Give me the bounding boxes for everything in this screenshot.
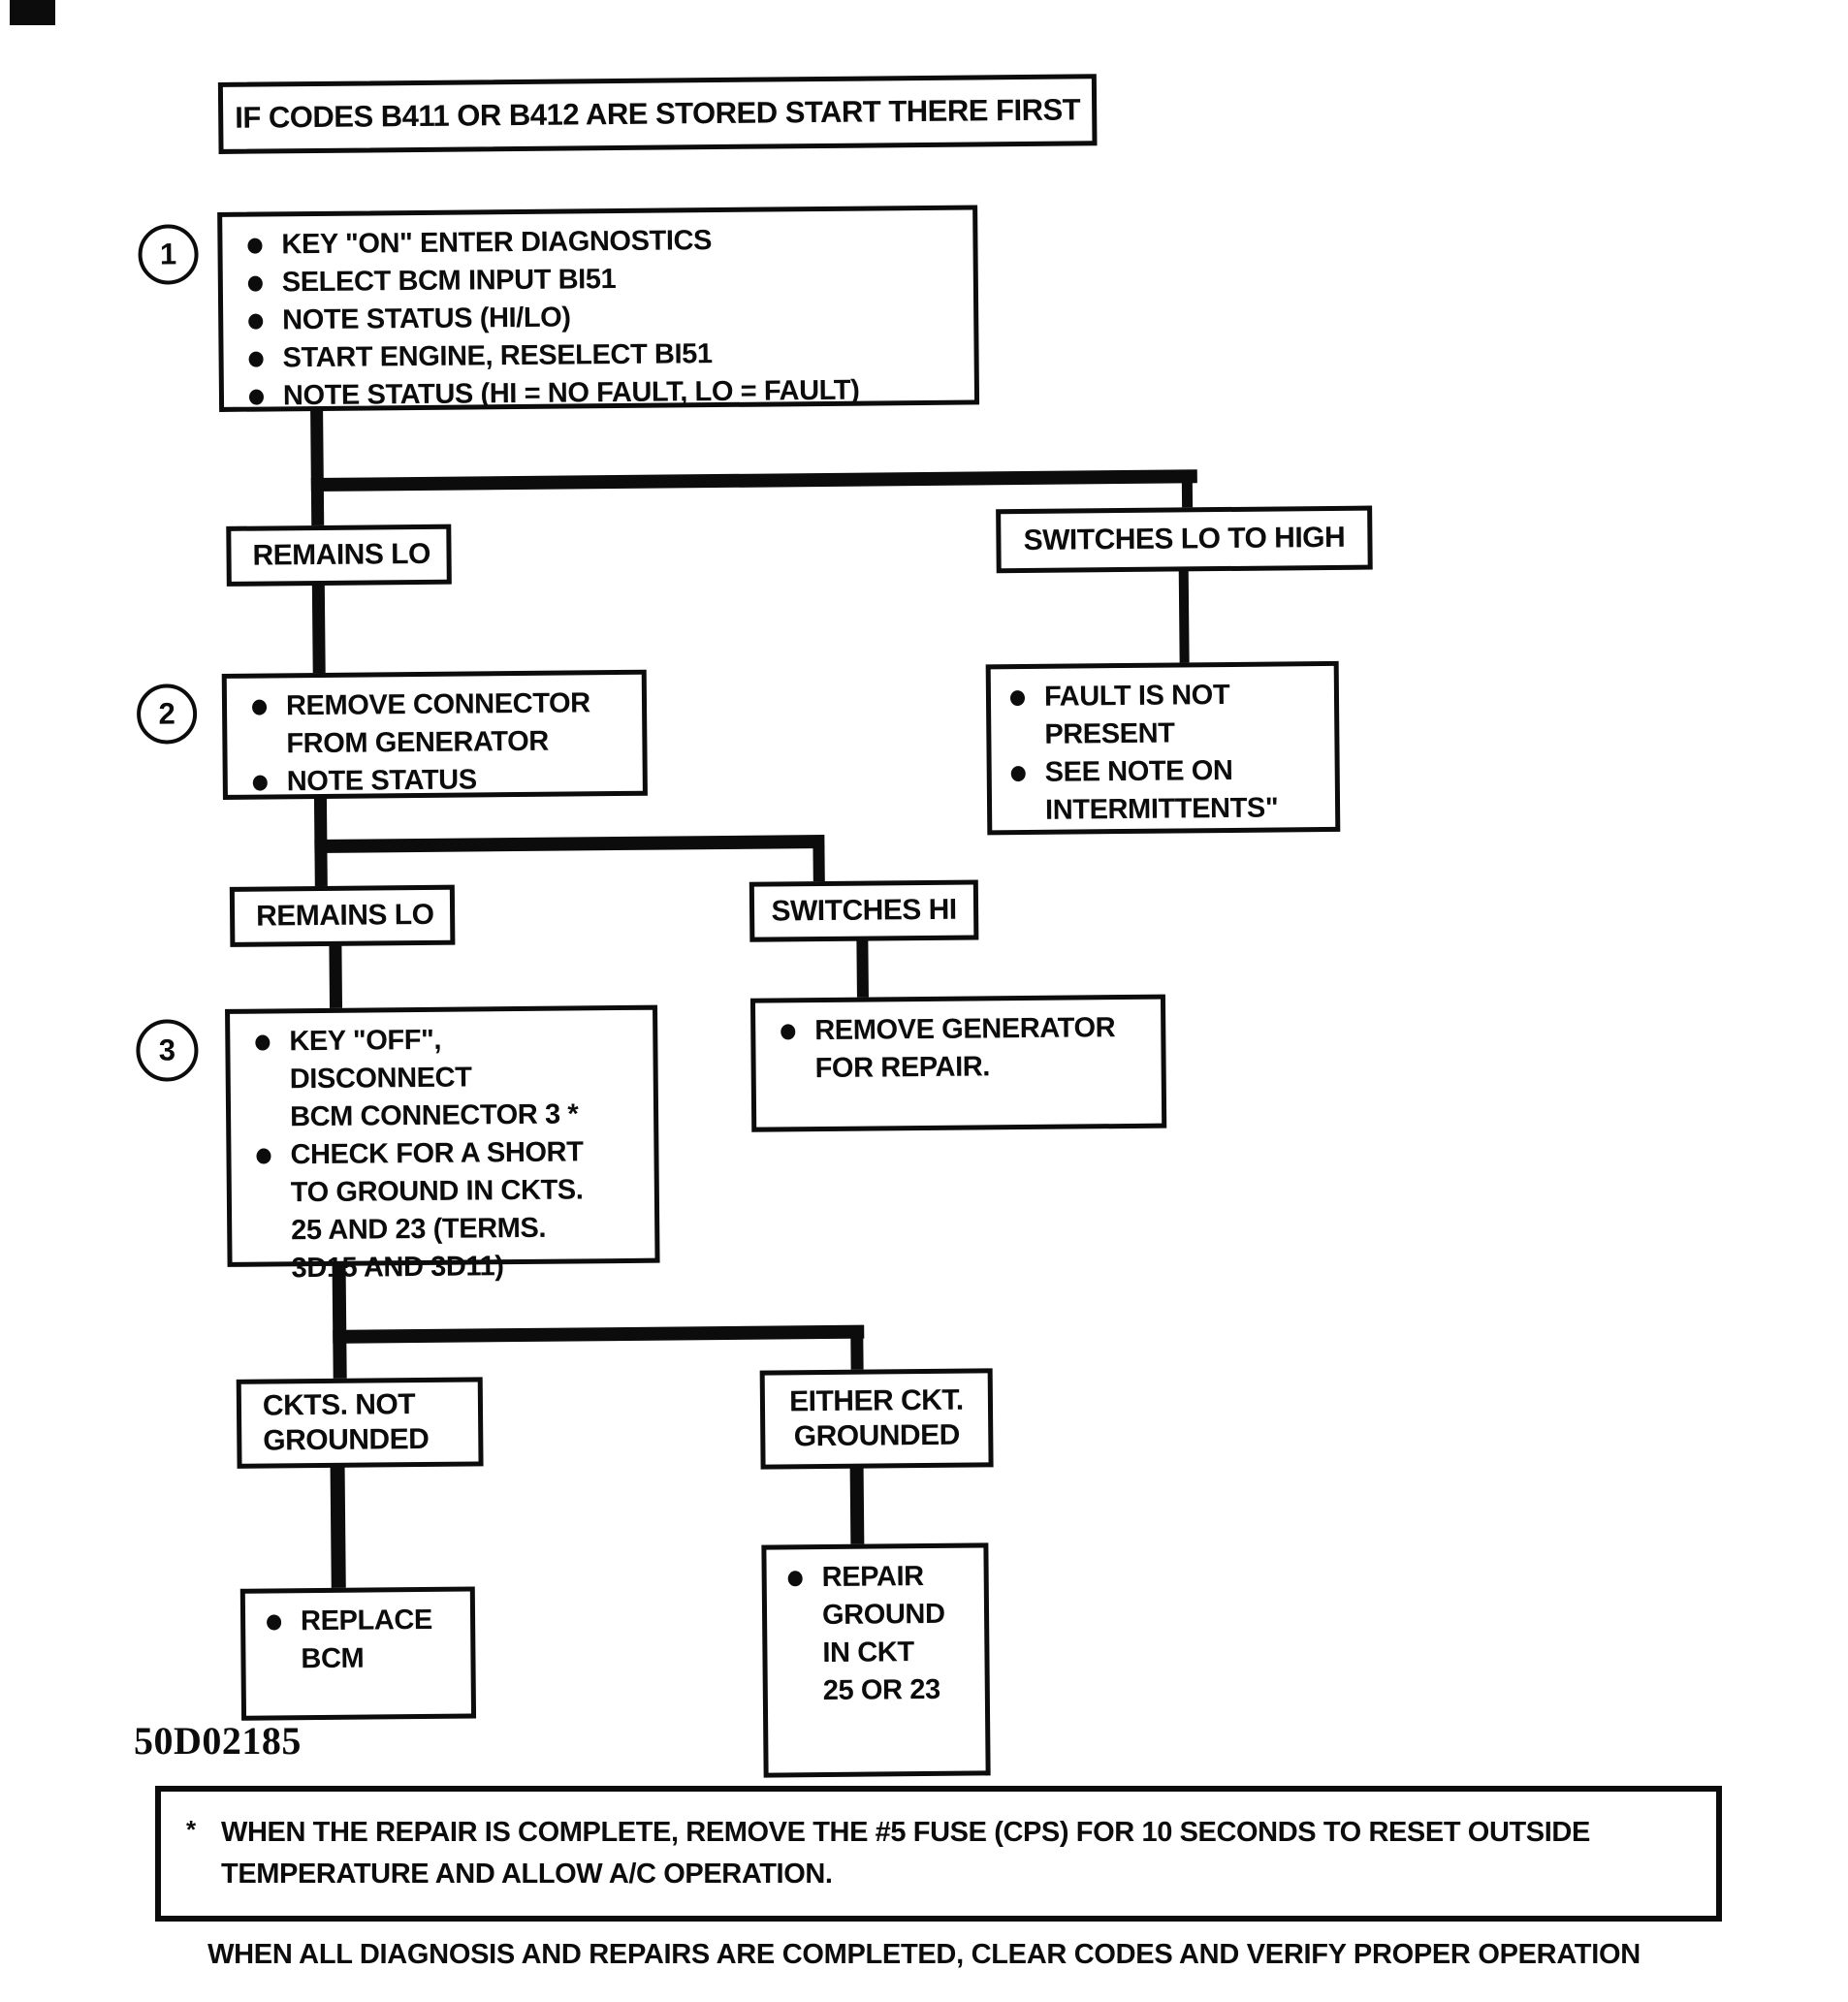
completion-note: WHEN ALL DIAGNOSIS AND REPAIRS ARE COMPL… xyxy=(207,1939,1641,1970)
bullet-dot xyxy=(248,389,265,405)
bullet-text: REPAIR GROUND IN CKT 25 OR 23 xyxy=(821,1561,945,1707)
connector-line xyxy=(310,408,325,526)
remove-generator-box: REMOVE GENERATOR FOR REPAIR. xyxy=(749,994,1167,1132)
step-3-number: 3 xyxy=(136,1019,199,1082)
branch3-right-label-box: EITHER CKT. GROUNDED xyxy=(759,1368,994,1470)
footnote-text: WHEN THE REPAIR IS COMPLETE, REMOVE THE … xyxy=(221,1817,1590,1890)
bullet-dot xyxy=(248,313,264,330)
branch2-right-label-box: SWITCHES HI xyxy=(749,879,979,942)
branch-label-text: CKTS. NOT GROUNDED xyxy=(262,1388,430,1457)
header-instruction-box: IF CODES B411 OR B412 ARE STORED START T… xyxy=(217,74,1098,154)
bullet-dot xyxy=(787,1571,803,1587)
step-3-box: KEY "OFF", DISCONNECT BCM CONNECTOR 3 * … xyxy=(225,1004,660,1284)
connector-line xyxy=(329,943,343,1010)
step-2-box: REMOVE CONNECTOR FROM GENERATOR NOTE STA… xyxy=(221,669,648,800)
bullet-dot xyxy=(248,351,264,367)
remove-generator-bullets: REMOVE GENERATOR FOR REPAIR. xyxy=(755,1000,1162,1095)
bullet-text: SEE NOTE ON INTERMITTENTS" xyxy=(1044,754,1279,826)
repair-ground-bullets: REPAIR GROUND IN CKT 25 OR 23 xyxy=(766,1547,985,1716)
bullet-item: NOTE STATUS (HI = NO FAULT, LO = FAULT) xyxy=(224,371,969,416)
bullet-text: REMOVE CONNECTOR FROM GENERATOR xyxy=(285,687,590,760)
bullet-dot xyxy=(1010,765,1026,782)
fault-not-present-bullets: FAULT IS NOT PRESENT SEE NOTE ON INTERMI… xyxy=(991,666,1336,836)
repair-ground-box: REPAIR GROUND IN CKT 25 OR 23 xyxy=(761,1542,991,1778)
bullet-dot xyxy=(252,775,268,791)
step-2-number: 2 xyxy=(136,683,198,745)
bullet-item: SEE NOTE ON INTERMITTENTS" xyxy=(992,751,1330,830)
bullet-text: FAULT IS NOT PRESENT xyxy=(1043,679,1230,750)
connector-line xyxy=(330,1465,346,1590)
bullet-dot xyxy=(781,1024,796,1040)
bullet-text: REPLACE BCM xyxy=(300,1604,433,1675)
bullet-item: REMOVE GENERATOR FOR REPAIR. xyxy=(755,1009,1156,1089)
connector-line xyxy=(849,1466,865,1546)
bullet-text: REMOVE GENERATOR FOR REPAIR. xyxy=(814,1012,1116,1085)
connector-line xyxy=(850,1336,864,1372)
step-1-number: 1 xyxy=(138,224,199,285)
bullet-item: REMOVE CONNECTOR FROM GENERATOR xyxy=(227,684,637,764)
bullet-text: NOTE STATUS (HI = NO FAULT, LO = FAULT) xyxy=(282,374,860,412)
bullet-text: SELECT BCM INPUT BI51 xyxy=(281,264,617,299)
step-2-bullets: REMOVE CONNECTOR FROM GENERATOR NOTE STA… xyxy=(227,675,643,808)
connector-line xyxy=(332,1263,347,1381)
bullet-item: NOTE STATUS xyxy=(228,760,637,802)
bullet-text: NOTE STATUS (HI/LO) xyxy=(282,302,571,336)
branch-label-text: SWITCHES HI xyxy=(771,893,957,928)
branch-label-text: SWITCHES LO TO HIGH xyxy=(1023,521,1346,557)
bullet-item: REPLACE BCM xyxy=(245,1602,465,1679)
figure-code: 50D02185 xyxy=(134,1719,302,1763)
bullet-dot xyxy=(267,1614,282,1631)
bullet-item: REPAIR GROUND IN CKT 25 OR 23 xyxy=(767,1558,979,1711)
connector-line xyxy=(314,834,825,854)
branch1-left-label-box: REMAINS LO xyxy=(226,524,452,587)
connector-line xyxy=(1181,481,1194,510)
replace-bcm-box: REPLACE BCM xyxy=(239,1586,477,1721)
bullet-dot xyxy=(1009,689,1026,707)
scan-artifact-mark xyxy=(10,0,55,25)
branch2-left-label-box: REMAINS LO xyxy=(229,884,456,947)
footnote-asterisk: * xyxy=(185,1815,197,1844)
connector-line xyxy=(856,938,869,1000)
branch-label-text: REMAINS LO xyxy=(255,898,434,933)
footnote-box: * WHEN THE REPAIR IS COMPLETE, REMOVE TH… xyxy=(155,1786,1722,1922)
bullet-dot xyxy=(251,699,268,715)
bullet-text: NOTE STATUS xyxy=(286,764,477,798)
bullet-item: FAULT IS NOT PRESENT xyxy=(991,676,1329,754)
header-instruction-text: IF CODES B411 OR B412 ARE STORED START T… xyxy=(235,92,1081,135)
branch1-right-label-box: SWITCHES LO TO HIGH xyxy=(996,505,1373,574)
step-3-number-text: 3 xyxy=(158,1033,176,1067)
bullet-text: KEY "ON" ENTER DIAGNOSTICS xyxy=(281,225,713,261)
fault-not-present-box: FAULT IS NOT PRESENT SEE NOTE ON INTERMI… xyxy=(985,660,1341,836)
bullet-text: START ENGINE, RESELECT BI51 xyxy=(282,338,713,374)
step-1-bullets: KEY "ON" ENTER DIAGNOSTICS SELECT BCM IN… xyxy=(222,209,974,421)
replace-bcm-bullets: REPLACE BCM xyxy=(245,1592,471,1685)
bullet-item: CHECK FOR A SHORT TO GROUND IN CKTS. 25 … xyxy=(231,1133,649,1288)
step-2-number-text: 2 xyxy=(158,696,175,731)
bullet-dot xyxy=(255,1034,271,1051)
bullet-text: KEY "OFF", DISCONNECT BCM CONNECTOR 3 * xyxy=(289,1024,579,1133)
branch3-left-label-box: CKTS. NOT GROUNDED xyxy=(236,1377,484,1469)
bullet-dot xyxy=(247,275,263,292)
connector-line xyxy=(812,845,825,884)
step-1-number-text: 1 xyxy=(159,237,177,271)
connector-line xyxy=(333,1324,865,1344)
bullet-dot xyxy=(256,1148,271,1164)
branch-label-text: EITHER CKT. GROUNDED xyxy=(789,1383,964,1453)
step-3-bullets: KEY "OFF", DISCONNECT BCM CONNECTOR 3 * … xyxy=(230,1010,655,1294)
connector-line xyxy=(310,469,1197,493)
bullet-item: KEY "OFF", DISCONNECT BCM CONNECTOR 3 * xyxy=(230,1020,648,1137)
bullet-dot xyxy=(247,238,263,254)
step-1-box: KEY "ON" ENTER DIAGNOSTICS SELECT BCM IN… xyxy=(217,205,980,412)
connector-line xyxy=(311,583,326,676)
connector-line xyxy=(1178,569,1190,665)
branch-label-text: REMAINS LO xyxy=(252,537,431,572)
